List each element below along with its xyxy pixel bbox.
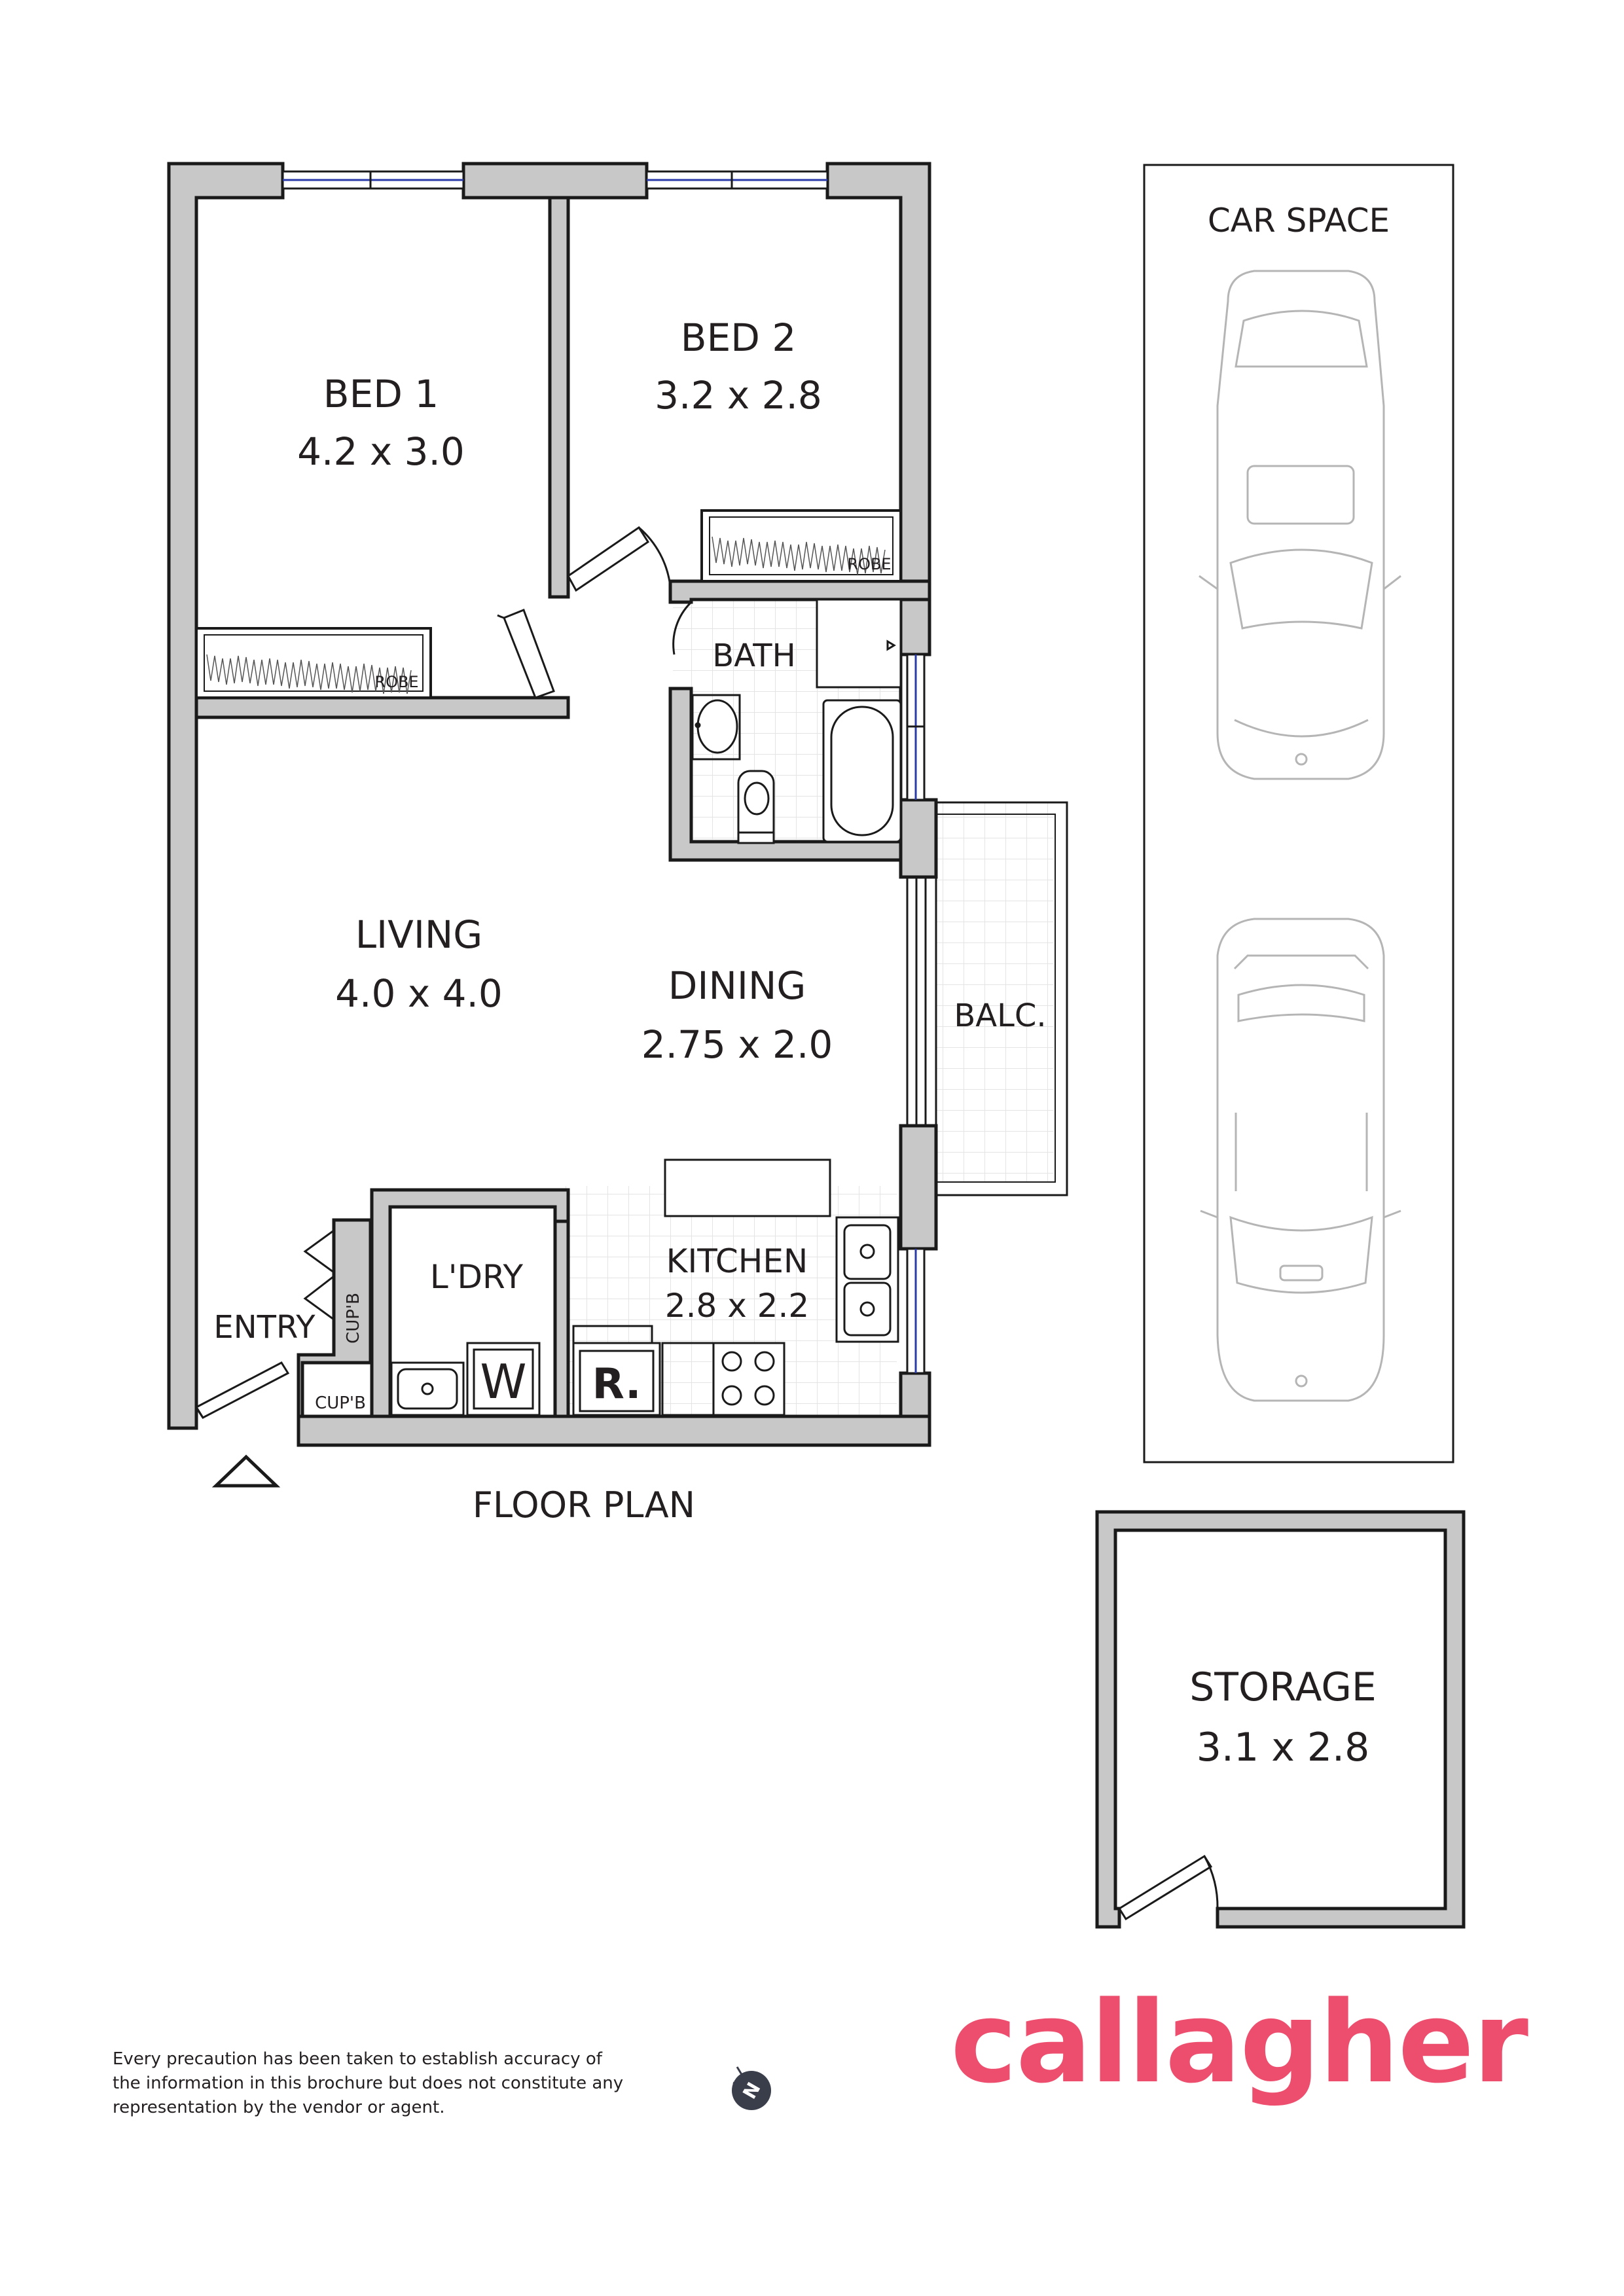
storage-size: 3.1 x 2.8 [1197, 1725, 1370, 1770]
bed1-name: BED 1 [323, 372, 439, 416]
brand-logo: callagher [950, 1977, 1528, 2108]
balcony-sliding-door [906, 876, 927, 1127]
robe-bed2-label: ROBE [847, 555, 891, 573]
storage-walls [1095, 1510, 1466, 1929]
robe-bed1-label: ROBE [374, 673, 418, 691]
wall-top-middle [461, 162, 649, 200]
disclaimer-line: the information in this brochure but doe… [113, 2073, 624, 2093]
dining-name: DINING [668, 963, 806, 1008]
bathroom-fixtures [691, 598, 902, 844]
wall-left [167, 162, 285, 1430]
car-icon [1199, 270, 1401, 780]
living-name: LIVING [355, 912, 483, 957]
cupboard-upper-label: CUP'B [344, 1293, 363, 1344]
bed1-size: 4.2 x 3.0 [297, 429, 465, 474]
disclaimer-line: representation by the vendor or agent. [113, 2098, 445, 2117]
kitchen-name: KITCHEN [666, 1242, 808, 1280]
bath-name: BATH [712, 637, 795, 674]
entry-name: ENTRY [213, 1309, 316, 1346]
living-size: 4.0 x 4.0 [335, 971, 503, 1016]
robe-bed1 [195, 627, 432, 699]
doors [194, 526, 1219, 1921]
floor-plan-caption: FLOOR PLAN [473, 1484, 695, 1526]
vanity [691, 694, 741, 761]
dining-size: 2.75 x 2.0 [641, 1022, 833, 1067]
wall-laundry [370, 1188, 570, 1418]
laundry-name: L'DRY [430, 1258, 524, 1296]
bed2-size: 3.2 x 2.8 [655, 373, 822, 418]
disclaimer: Every precaution has been taken to estab… [113, 2047, 702, 2120]
disclaimer-line: Every precaution has been taken to estab… [113, 2049, 602, 2069]
car-space-caption: CAR SPACE [1208, 202, 1390, 240]
car-icon [1200, 918, 1401, 1402]
storage-name: STORAGE [1189, 1664, 1377, 1710]
wall-laundry-partition [553, 1219, 570, 1418]
car-space [1143, 164, 1454, 1463]
wall-cupboard [297, 1218, 372, 1418]
kitchen-fixtures [390, 1158, 899, 1416]
kitchen-island [664, 1158, 831, 1217]
windows [281, 170, 926, 1374]
wall-right-pier-1 [899, 798, 938, 879]
wall-right-pier-2 [899, 1124, 938, 1251]
labels: BED 1 4.2 x 3.0 BED 2 3.2 x 2.8 BATH LIV… [213, 202, 1390, 1770]
robe-bed2 [700, 509, 902, 583]
wall-bath [668, 579, 931, 862]
walls [167, 162, 938, 1447]
cupboard-lower-label: CUP'B [315, 1393, 366, 1413]
wall-bed-divider [548, 196, 570, 599]
north-compass-icon: N [732, 2066, 771, 2110]
bed2-name: BED 2 [681, 315, 796, 360]
wall-bottom [297, 1414, 931, 1447]
balcony-name: BALC. [954, 997, 1046, 1034]
wall-bed1-bottom [194, 696, 570, 719]
balcony-outline [935, 801, 1068, 1196]
entry-marker-icon [211, 1454, 281, 1488]
kitchen-size: 2.8 x 2.2 [665, 1287, 809, 1325]
washer-label: W [480, 1354, 526, 1409]
fridge-label: R. [592, 1360, 641, 1408]
cooktop [712, 1342, 785, 1416]
